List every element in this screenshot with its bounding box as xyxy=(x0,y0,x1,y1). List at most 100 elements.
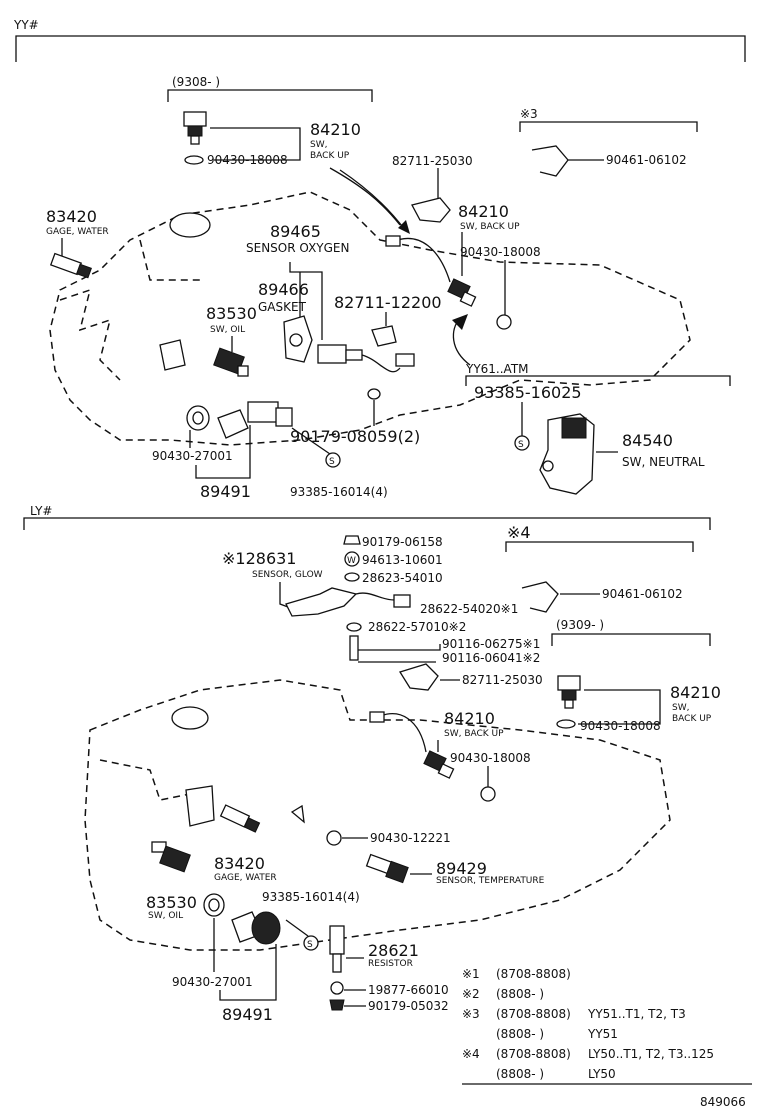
legend-mark: ※1 xyxy=(462,967,480,981)
washer-icon xyxy=(556,719,576,729)
back-up-switch-yy xyxy=(385,235,477,307)
part-84210-mid: 84210 xyxy=(458,202,509,221)
clip-90461-06102-ly xyxy=(521,581,559,613)
temperature-sensor-89429 xyxy=(365,853,409,884)
oxygen-sensor-89465 xyxy=(317,344,415,373)
o-ring-inner-ly xyxy=(208,898,220,912)
oil-switch-ly xyxy=(151,841,191,873)
sensor-assembly-89491-ly xyxy=(231,911,281,945)
part-90430-18008-top: 90430-18008 xyxy=(207,153,288,167)
part-90179-05032: 90179-05032 xyxy=(368,999,449,1013)
legend-mark: ※3 xyxy=(462,1007,480,1021)
part-83530-yy-desc: SW, OIL xyxy=(210,325,245,335)
legend-models: YY51 xyxy=(587,1027,618,1041)
washer-icon xyxy=(184,155,204,165)
stud-90116 xyxy=(349,635,359,661)
part-84210-center-desc: SW, BACK UP xyxy=(444,729,504,739)
bracket-82711-25030-yy xyxy=(411,197,451,223)
part-90430-27001-ly: 90430-27001 xyxy=(172,975,253,989)
part-19877-66010: 19877-66010 xyxy=(368,983,449,997)
part-84210-right-desc2: BACK UP xyxy=(672,714,712,724)
washer-icon xyxy=(346,622,362,632)
glow-sensor-28631 xyxy=(285,587,411,617)
part-89491-ly: 89491 xyxy=(222,1005,273,1024)
part-89429: 89429 xyxy=(436,859,487,878)
radiator-cap-yy xyxy=(169,212,211,238)
note-3-mark: ※3 xyxy=(520,107,538,121)
part-90430-18008-right: 90430-18008 xyxy=(580,719,661,733)
part-84210-top-desc2: BACK UP xyxy=(310,151,350,161)
legend-models: LY50..T1, T2, T3..125 xyxy=(588,1047,714,1061)
part-83530-ly: 83530 xyxy=(146,893,197,912)
part-93385-16014-yy: 93385-16014(4) xyxy=(290,485,388,499)
engine-detail-ly-1 xyxy=(99,759,211,801)
legend-range: (8808- ) xyxy=(496,1067,544,1081)
leader-84210-top xyxy=(210,127,301,161)
s-marker-icon xyxy=(303,935,319,951)
s-marker-icon xyxy=(325,452,341,468)
legend-range: (8708-8808) xyxy=(496,1007,571,1021)
part-83530-ly-desc: SW, OIL xyxy=(148,911,183,921)
range-9309-label: (9309- ) xyxy=(556,618,604,632)
range-9308-bracket xyxy=(167,89,373,102)
sensor-assembly-89491-yy xyxy=(217,401,293,439)
part-28622-57010: 28622-57010※2 xyxy=(368,620,466,634)
fan-outline-yy xyxy=(59,288,121,381)
water-gage-ly xyxy=(219,804,261,833)
part-89429-desc: SENSOR, TEMPERATURE xyxy=(436,876,545,886)
section-yy-bracket xyxy=(15,35,746,62)
s-marker-letter: S xyxy=(518,440,524,450)
engine-outline-yy xyxy=(49,191,691,446)
w-marker-letter: W xyxy=(347,556,356,566)
legend-mark: ※2 xyxy=(462,987,480,1001)
resistor-28621 xyxy=(329,925,345,1011)
leader-93385-16014-ly xyxy=(285,919,309,937)
s-marker-letter: S xyxy=(307,940,313,950)
part-90116-06041: 90116-06041※2 xyxy=(442,651,540,665)
leader-84210-right xyxy=(578,689,661,725)
washer-icon xyxy=(344,572,360,582)
engine-detail-yy-1 xyxy=(139,239,200,281)
part-89465-desc: SENSOR OXYGEN xyxy=(246,241,349,255)
pipe-yy xyxy=(159,339,186,371)
atm-arrow-head xyxy=(452,314,468,330)
washer-icon xyxy=(480,786,496,802)
engine-outline-ly xyxy=(84,679,671,951)
part-28631: ※128631 xyxy=(222,549,296,568)
part-82711-25030-yy: 82711-25030 xyxy=(392,154,473,168)
legend-models: LY50 xyxy=(588,1067,616,1081)
legend-models: YY51..T1, T2, T3 xyxy=(587,1007,686,1021)
oil-switch-yy xyxy=(213,347,249,377)
washer-icon xyxy=(496,314,512,330)
part-89466-desc: GASKET xyxy=(258,300,307,314)
clip-small xyxy=(290,804,305,824)
w-marker-icon xyxy=(344,551,360,567)
part-90430-27001-yy: 90430-27001 xyxy=(152,449,233,463)
range-9308-label: (9308- ) xyxy=(172,75,220,89)
part-90430-18008-center: 90430-18008 xyxy=(450,751,531,765)
washer-icon xyxy=(326,830,342,846)
part-90430-18008-mid: 90430-18008 xyxy=(460,245,541,259)
arrow-head-1 xyxy=(398,220,410,234)
section-yy-label: YY# xyxy=(13,18,39,32)
part-28623-54010: 28623-54010 xyxy=(362,571,443,585)
note-4-mark: ※4 xyxy=(507,523,531,542)
part-82711-12200: 82711-12200 xyxy=(334,293,442,312)
part-90461-06102-yy: 90461-06102 xyxy=(606,153,687,167)
clamp-82711-12200 xyxy=(371,325,397,347)
arrow-line-1 xyxy=(329,167,401,226)
yy61-atm-label: YY61..ATM xyxy=(465,362,529,376)
part-83420-ly-desc: GAGE, WATER xyxy=(214,873,277,883)
section-ly-bracket xyxy=(23,517,711,530)
leader-89491-ly xyxy=(219,944,277,1001)
part-90430-12221: 90430-12221 xyxy=(370,831,451,845)
part-84540-desc: SW, NEUTRAL xyxy=(622,455,705,469)
leader-89465 xyxy=(289,262,323,340)
section-ly-label: LY# xyxy=(30,504,52,518)
part-84210-top: 84210 xyxy=(310,120,361,139)
part-28621: 28621 xyxy=(368,941,419,960)
part-90179-06158: 90179-06158 xyxy=(362,535,443,549)
s-marker-letter: S xyxy=(329,457,335,467)
o-ring-inner-yy xyxy=(192,411,204,425)
